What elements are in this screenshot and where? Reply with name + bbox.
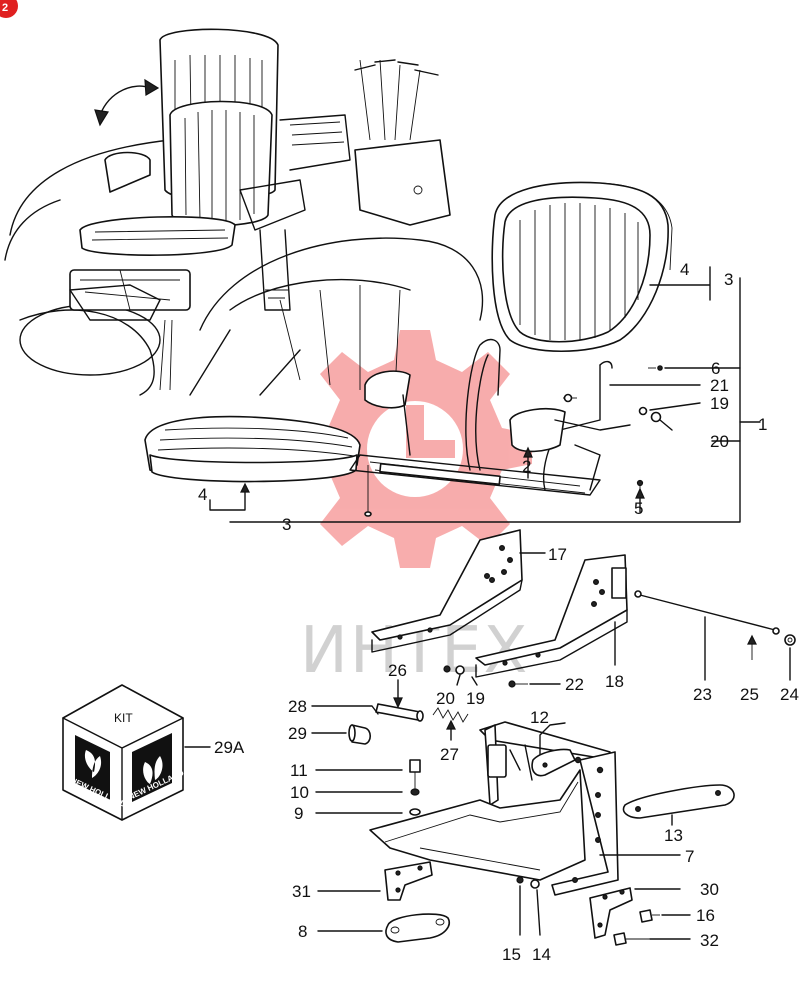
page-badge-text: 2 [2,2,8,14]
label-17: 17 [548,545,567,564]
label-2: 2 [522,457,531,476]
label-9: 9 [294,804,303,823]
label-20-lower: 20 [436,689,455,708]
support-frame-7 [369,721,681,896]
bolt-16 [639,909,691,923]
label-1: 1 [758,415,767,434]
bolt-32 [613,932,691,946]
label-8: 8 [298,922,307,941]
label-10: 10 [290,783,309,802]
hardware-9-10-11 [315,759,421,816]
label-13: 13 [664,826,683,845]
rod-23 [634,590,796,681]
arm-13 [622,784,735,826]
label-15: 15 [502,945,521,964]
label-31: 31 [292,882,311,901]
kit-box-title: KIT [114,711,133,725]
pin-26 [375,679,424,722]
label-19-upper: 19 [710,394,729,413]
label-29: 29 [288,724,307,743]
label-32: 32 [700,931,719,950]
label-25: 25 [740,685,759,704]
label-11: 11 [290,761,308,780]
leader-lines-upper [209,266,761,523]
label-5: 5 [634,499,643,518]
label-21: 21 [710,376,729,395]
bracket-18 [475,554,628,678]
seat-back-cushion [491,181,673,352]
label-24: 24 [780,685,799,704]
bracket-30 [589,887,681,939]
label-12: 12 [530,708,549,727]
label-22: 22 [565,675,584,694]
label-18: 18 [605,672,624,691]
label-16: 16 [696,906,715,925]
label-28: 28 [288,697,307,716]
label-30: 30 [700,880,719,899]
spring-27 [432,707,469,741]
label-23: 23 [693,685,712,704]
label-14: 14 [532,945,551,964]
label-26: 26 [388,661,407,680]
label-19-lower: 19 [466,689,485,708]
plate-8 [317,913,450,943]
hardware-19-20-22 [443,665,561,688]
page-badge: 2 [0,0,18,18]
kit-box: KIT NEW HOLLAND NEW HOLLAND [62,684,211,821]
hardware-14-15 [516,876,541,936]
label-4-bottom: 4 [198,485,207,504]
label-4-top: 4 [680,260,689,279]
bracket-17 [371,529,546,653]
label-27: 27 [440,745,459,764]
cap-29 [311,705,379,745]
label-7: 7 [685,847,694,866]
label-3-bottom: 3 [282,515,291,534]
label-6: 6 [711,359,720,378]
seat-cushion [144,415,361,483]
callout-labels: 1 2 3 3 4 4 5 6 7 8 9 10 11 12 13 14 15 … [198,260,799,964]
label-3-top: 3 [724,270,733,289]
tractor-illustration [4,28,484,396]
label-29a: 29A [214,738,245,757]
arm-12 [531,748,576,777]
seat-frame [349,338,663,517]
label-20-upper: 20 [710,432,729,451]
bracket-31 [317,861,433,901]
